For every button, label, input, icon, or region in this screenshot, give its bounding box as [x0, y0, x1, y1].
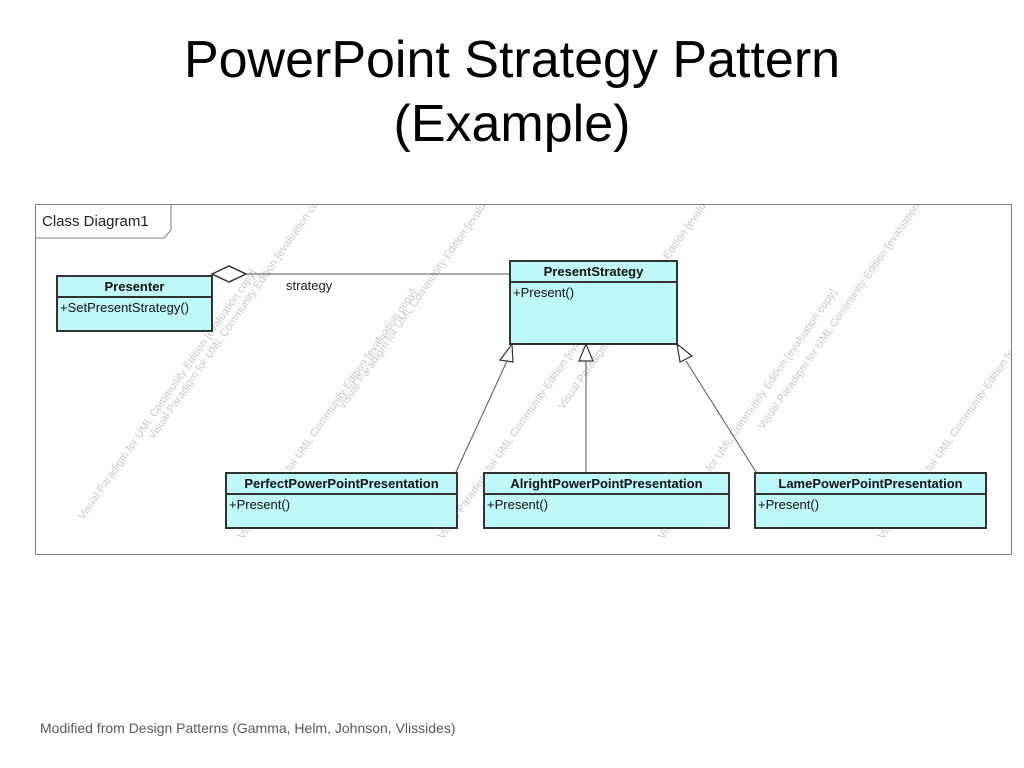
class-alright-powerpoint-presentation[interactable]: AlrightPowerPointPresentation +Present()	[483, 472, 730, 529]
generalization-arrowhead	[578, 342, 594, 362]
class-name: AlrightPowerPointPresentation	[485, 474, 728, 495]
generalization-arrowhead	[676, 342, 694, 363]
diagram-connectors	[36, 205, 757, 473]
class-present-strategy[interactable]: PresentStrategy +Present()	[509, 260, 678, 345]
class-operation: +Present()	[487, 497, 549, 512]
class-operation: +Present()	[229, 497, 291, 512]
generalization-line-perfect	[455, 360, 508, 473]
class-lame-powerpoint-presentation[interactable]: LamePowerPointPresentation +Present()	[754, 472, 987, 529]
class-operation: +Present()	[513, 285, 575, 300]
class-name: Presenter	[58, 277, 211, 298]
frame-tab-outline	[36, 205, 172, 239]
class-diagram-frame: Visual Paradigm for UML Community Editio…	[35, 204, 1012, 555]
class-presenter[interactable]: Presenter +SetPresentStrategy()	[56, 275, 213, 332]
aggregation-diamond	[210, 265, 248, 283]
title-line-2: (Example)	[393, 95, 631, 153]
generalization-arrowhead	[498, 342, 514, 363]
class-perfect-powerpoint-presentation[interactable]: PerfectPowerPointPresentation +Present()	[225, 472, 458, 529]
footer-attribution: Modified from Design Patterns (Gamma, He…	[40, 720, 456, 736]
class-name: PerfectPowerPointPresentation	[227, 474, 456, 495]
class-operation: +Present()	[758, 497, 820, 512]
class-name: PresentStrategy	[511, 262, 676, 283]
frame-label: Class Diagram1	[42, 213, 149, 230]
generalization-line-lame	[685, 360, 757, 473]
association-label: strategy	[286, 278, 333, 293]
slide-title: PowerPoint Strategy Pattern (Example)	[0, 28, 1024, 156]
class-operation: +SetPresentStrategy()	[60, 300, 189, 315]
title-line-1: PowerPoint Strategy Pattern	[183, 31, 841, 89]
class-name: LamePowerPointPresentation	[756, 474, 985, 495]
